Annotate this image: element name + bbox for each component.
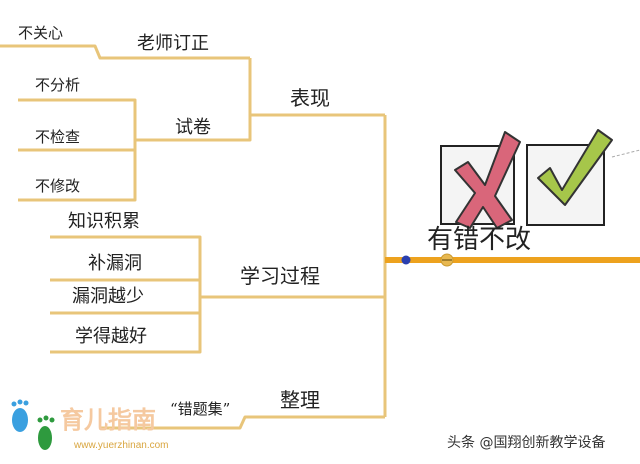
cross-mark-icon — [440, 131, 521, 229]
watermark-url: www.yuerzhinan.com — [74, 440, 169, 451]
node-laoshi-dingzheng: 老师订正 — [137, 33, 209, 54]
node-bu-guan-xin: 不关心 — [18, 24, 64, 42]
connector-zhengli — [100, 415, 385, 430]
footprints-logo — [11, 399, 55, 450]
node-shijuan: 试卷 — [175, 117, 211, 138]
node-dot — [401, 255, 411, 265]
check-mark-icon — [526, 129, 613, 226]
watermark-credit: 头条 @国翔创新教学设备 — [447, 435, 606, 451]
node-cuotiji: “错题集” — [170, 400, 231, 418]
node-zhengli: 整理 — [280, 388, 320, 412]
node-xuede-yuehao: 学得越好 — [75, 326, 147, 347]
connector-bu-guan-xin — [0, 44, 250, 60]
node-biaoxian: 表现 — [290, 86, 330, 110]
node-loudong-yueshao: 漏洞越少 — [72, 286, 144, 307]
node-bu-loudong: 补漏洞 — [88, 253, 142, 274]
node-bu-fenxi: 不分析 — [35, 76, 81, 94]
node-bu-xiugai: 不修改 — [35, 177, 81, 195]
node-zhishi-jilei: 知识积累 — [68, 211, 140, 232]
node-xuexi-guocheng: 学习过程 — [240, 264, 320, 288]
node-bu-jiancha: 不检查 — [35, 128, 81, 146]
watermark-logo-text: 育儿指南 — [60, 406, 156, 434]
connector-shijuan — [135, 115, 252, 142]
connector-shijuan-bracket — [18, 98, 137, 202]
root-node: 有错不改 — [427, 225, 532, 255]
connector-xuexi-bracket — [50, 235, 202, 354]
